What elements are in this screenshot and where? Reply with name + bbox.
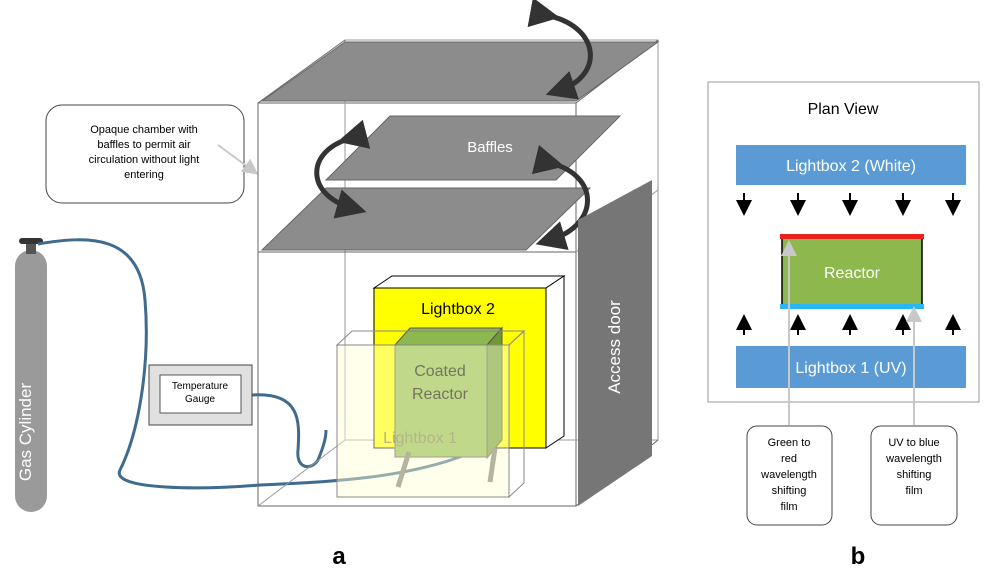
coated-reactor: Coated Reactor [393, 326, 504, 488]
plan-reactor-label: Reactor [824, 265, 881, 282]
gas-cylinder-label: Gas Cylinder [16, 383, 35, 482]
curved-arrow-right [531, 144, 590, 251]
temperature-gauge: Temperature Gauge [148, 364, 253, 426]
green-film-callout: Green to red wavelength shifting film [746, 425, 833, 526]
plan-lightbox-1 [736, 346, 966, 388]
panel-a: Gas Cylinder Temperature Gauge Opaque ch… [15, 0, 660, 570]
uv-film-line-4: film [905, 485, 922, 497]
access-door [578, 180, 652, 506]
reactor-leg-left [395, 451, 412, 488]
callout-line-3: circulation without light [89, 154, 200, 166]
callout-pointer [217, 144, 259, 175]
access-door-label: Access door [605, 300, 624, 394]
panel-b: Plan View Lightbox 2 (White) Reactor Lig… [707, 81, 980, 570]
green-film-line-3: wavelength [760, 469, 817, 481]
green-film-line-1: Green to [768, 437, 811, 449]
curved-arrow-top [527, 0, 593, 100]
lightbox-1: Lightbox 1 [335, 329, 526, 499]
gas-cylinder: Gas Cylinder [15, 238, 47, 512]
gauge-line [251, 393, 328, 468]
uv-film-line-1: UV to blue [888, 437, 939, 449]
up-arrows [736, 314, 961, 335]
plan-lightbox-1-label: Lightbox 1 (UV) [795, 360, 906, 377]
curved-arrow-left [314, 119, 371, 219]
plan-lightbox-2-label: Lightbox 2 (White) [786, 158, 916, 175]
temperature-gauge-label-2: Gauge [185, 394, 215, 405]
plan-view-title: Plan View [808, 101, 879, 118]
baffle-lower [260, 187, 592, 251]
uv-film-callout: UV to blue wavelength shifting film [870, 425, 958, 526]
uv-film-line-2: wavelength [885, 453, 942, 465]
lightbox-2-label: Lightbox 2 [421, 301, 495, 318]
plan-lightbox-2 [736, 145, 966, 185]
reactor-label-2: Reactor [412, 386, 469, 403]
chamber-callout: Opaque chamber with baffles to permit ai… [45, 104, 259, 204]
callout-line-4: entering [124, 169, 164, 181]
callout-line-2: baffles to permit air [97, 139, 191, 151]
callout-line-1: Opaque chamber with [90, 124, 198, 136]
panel-b-label: b [851, 543, 866, 570]
airflow-arrows [314, 0, 593, 251]
panel-a-label: a [332, 543, 346, 570]
top-baffle [260, 41, 660, 102]
lightbox-1-label: Lightbox 1 [383, 430, 457, 447]
green-film-line-2: red [781, 453, 797, 465]
uv-film-line-3: shifting [897, 469, 932, 481]
reactor-label-1: Coated [414, 363, 466, 380]
down-arrows [736, 193, 961, 216]
green-film-line-5: film [780, 501, 797, 513]
gas-line [37, 238, 466, 490]
reactor-leg-right [487, 447, 498, 483]
temperature-gauge-label-1: Temperature [172, 381, 229, 392]
red-film-strip [780, 234, 924, 239]
blue-film-strip [780, 304, 924, 309]
plan-reactor [781, 236, 923, 307]
green-film-line-4: shifting [772, 485, 807, 497]
baffles-label: Baffles [467, 139, 513, 156]
